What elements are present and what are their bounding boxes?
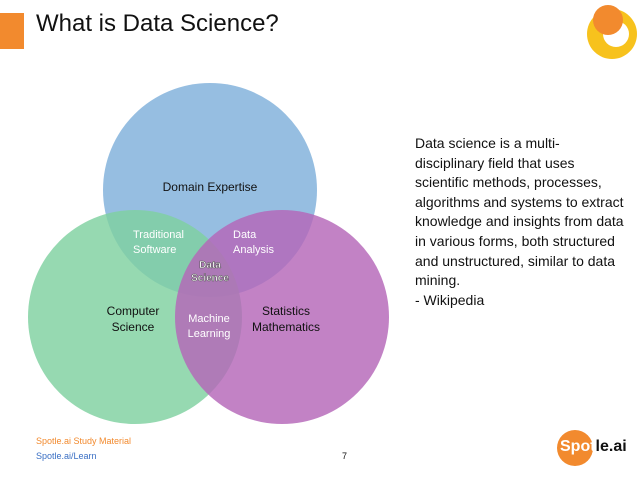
title-accent-bar [0,13,24,49]
corner-logo-icon [587,5,637,59]
page-number: 7 [342,451,348,461]
label-data-analysis-2: Analysis [233,244,274,256]
label-traditional-software-1: Traditional [133,229,184,241]
label-traditional-software-2: Software [133,244,176,256]
brand-logo: Spotle.ai [557,430,635,466]
label-domain-expertise: Domain Expertise [163,180,258,194]
label-machine-learning-2: Learning [188,328,231,340]
venn-circle-computer-science [28,210,242,424]
label-statistics-1: Statistics [262,304,310,318]
brand-text: Spotle.ai [560,438,627,456]
venn-circle-statistics [175,210,389,424]
label-data-analysis-1: Data [233,229,257,241]
label-computer-science-2: Science [112,320,155,334]
label-machine-learning-1: Machine [188,313,230,325]
brand-circle-icon [557,430,593,466]
definition-text: Data science is a multi-disciplinary fie… [415,135,624,289]
brand-text-head: Spot [560,438,596,455]
definition-source: - Wikipedia [415,291,485,308]
footer-learn-link[interactable]: Spotle.ai/Learn [36,451,97,461]
slide-title: What is Data Science? [36,10,279,37]
footer-study-material: Spotle.ai Study Material [36,436,132,446]
definition-text-block: Data science is a multi-disciplinary fie… [415,134,625,310]
logo-orange-circle [593,5,623,35]
label-statistics-2: Mathematics [252,320,320,334]
label-computer-science-1: Computer [107,304,160,318]
brand-text-tail: le.ai [595,438,627,455]
label-data-science-1: Data [199,260,221,271]
label-data-science-2: Science [191,273,229,284]
